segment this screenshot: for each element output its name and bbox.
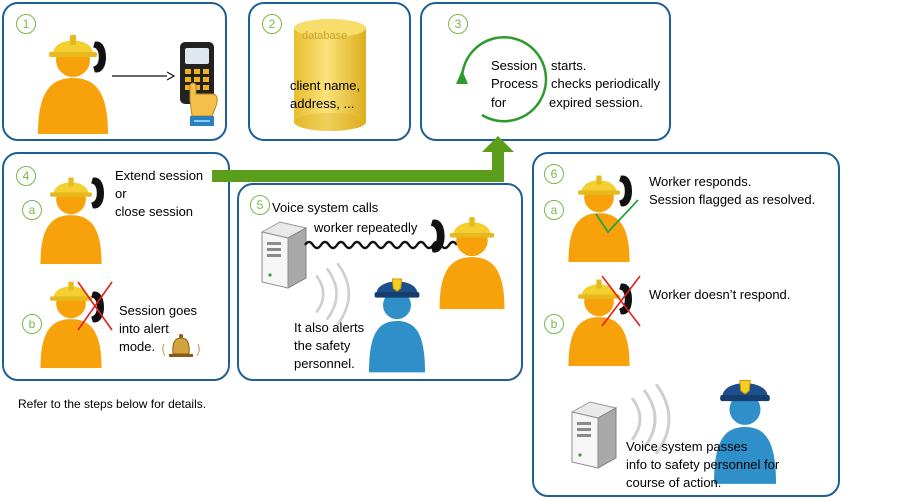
database-fields-line-2: address, ...	[290, 96, 355, 111]
passes-info-line-3: course of action.	[626, 475, 722, 490]
step-6-number: 6	[544, 164, 564, 184]
voice-calls-line-1: Voice system calls	[272, 200, 379, 215]
step-4-number: 4	[16, 166, 36, 186]
session-resolved-label: Session flagged as resolved.	[649, 192, 816, 207]
step-6-illustrations	[568, 175, 776, 485]
worker-icon	[40, 177, 102, 264]
footer-note: Refer to the steps below for details.	[18, 397, 207, 411]
signal-waves-icon	[314, 263, 351, 325]
or-label: or	[115, 186, 127, 201]
step-5-number: 5	[250, 195, 270, 215]
session-label: Session	[491, 58, 538, 73]
alerts-line-2: the safety	[294, 338, 351, 353]
phone-handset-icon	[91, 177, 104, 209]
alert-mode-line-1: Session goes	[119, 303, 198, 318]
for-label: for	[491, 95, 507, 110]
worker-no-response-label: Worker doesn’t respond.	[649, 287, 791, 302]
step-6a-letter: a	[544, 200, 564, 220]
database-label: database	[302, 30, 348, 42]
step-3-panel: 3 Session starts. Process checks periodi…	[420, 2, 671, 141]
step-6-panel: 6 a b Worker responds. Session flagged a…	[532, 152, 840, 497]
security-officer-icon	[369, 278, 425, 373]
database-fields-line-1: client name,	[290, 78, 361, 93]
check-mark-icon	[595, 199, 639, 234]
worker-responds-label: Worker responds.	[649, 174, 752, 189]
cycle-icon	[456, 36, 548, 123]
step-1-panel: 1	[2, 2, 227, 141]
cancel-mark-icon	[601, 275, 641, 327]
step-2-number: 2	[262, 14, 282, 34]
starts-label: starts.	[551, 58, 587, 73]
process-label: Process	[491, 76, 538, 91]
phone-handset-icon	[93, 41, 106, 73]
database-icon	[294, 19, 366, 131]
step-5-illustrations	[261, 217, 505, 373]
voice-calls-line-2: worker repeatedly	[314, 220, 418, 235]
worker-icon	[568, 279, 630, 366]
step-5-panel: 5 Voice system calls worker repeatedly I…	[237, 183, 523, 381]
passes-info-line-2: info to safety personnel for	[626, 457, 780, 472]
step-1-number: 1	[16, 14, 36, 34]
alert-mode-line-2: into alert	[119, 321, 169, 336]
step-6b-letter: b	[544, 314, 564, 334]
cancel-mark-icon	[77, 281, 113, 331]
server-icon	[261, 221, 307, 289]
mobile-phone-icon	[180, 42, 214, 104]
server-icon	[571, 401, 617, 469]
step-4b-letter: b	[22, 314, 42, 334]
alarm-bell-icon	[162, 334, 200, 357]
step-3-number: 3	[448, 14, 468, 34]
alerts-line-1: It also alerts	[294, 320, 365, 335]
step-4a-letter: a	[22, 200, 42, 220]
arrow-icon	[112, 71, 176, 81]
step-4-illustrations	[40, 177, 200, 368]
step-4-panel: 4 a b Extend session or close session Se…	[2, 152, 230, 381]
alerts-line-3: personnel.	[294, 356, 355, 371]
alert-mode-line-3: mode.	[119, 339, 156, 354]
passes-info-line-1: Voice system passes	[626, 439, 748, 454]
expired-session-label: expired session.	[549, 95, 643, 110]
step-2-panel: 2 database client name, address, ...	[248, 2, 411, 141]
pressing-hand-icon	[189, 82, 218, 126]
checks-periodically-label: checks periodically	[551, 76, 661, 91]
phone-handset-icon	[619, 175, 632, 207]
worker-dialing-illustration	[38, 35, 218, 134]
extend-session-label: Extend session	[115, 168, 204, 183]
close-session-label: close session	[115, 204, 194, 219]
worker-icon	[439, 217, 505, 309]
